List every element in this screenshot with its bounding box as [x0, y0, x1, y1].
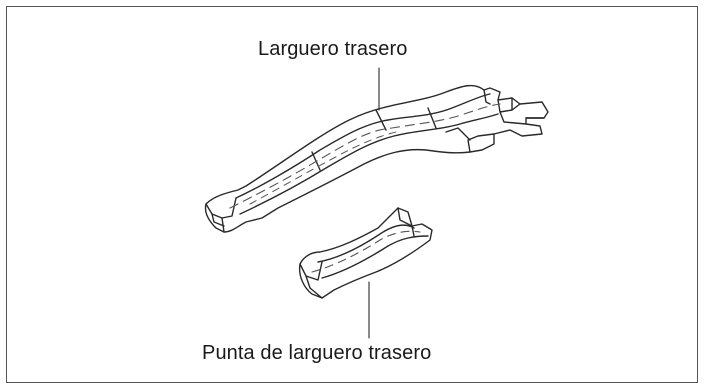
rear-side-member-label: Larguero trasero [258, 38, 408, 60]
rear-side-member-dashed-line [229, 103, 501, 209]
diagram-frame [6, 6, 698, 383]
rear-side-member-part [204, 84, 549, 233]
rear-side-member-tip-part [298, 207, 433, 299]
rear-side-member-tip-dashed-line [311, 230, 421, 273]
rear-side-member-tip-label: Punta de larguero trasero [202, 342, 432, 364]
